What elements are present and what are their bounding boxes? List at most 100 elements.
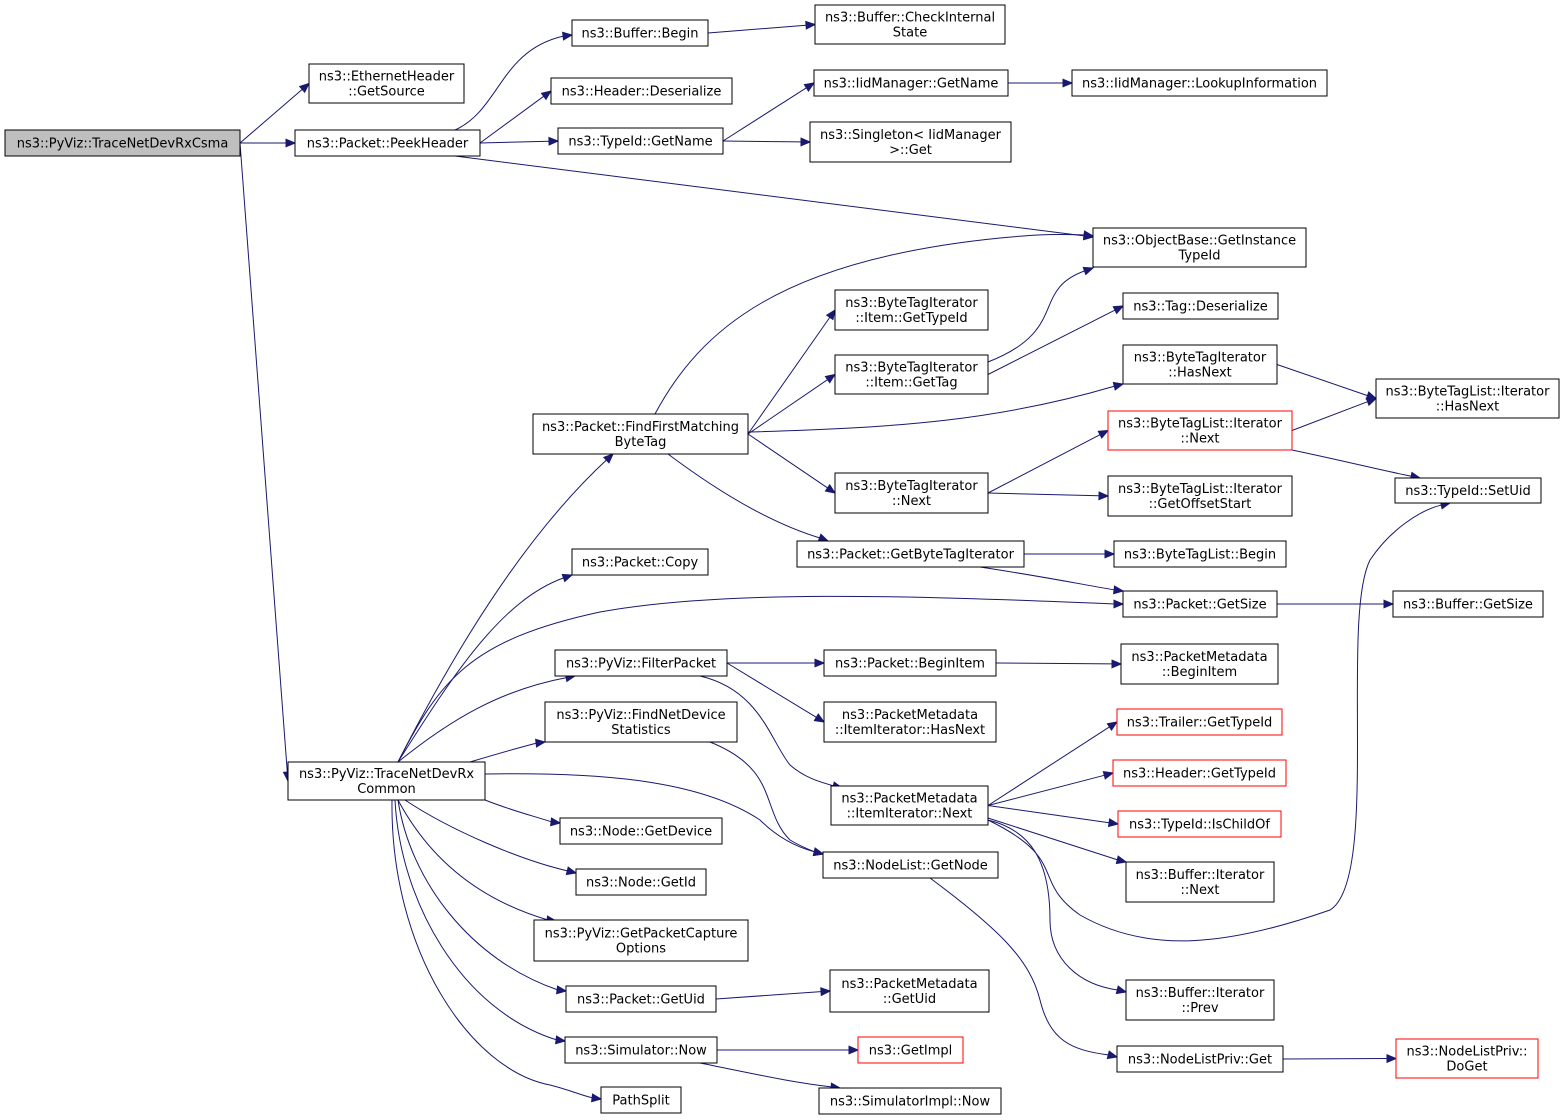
node-buffer-iterator-next[interactable]: ns3::Buffer::Iterator::Next (1125, 861, 1275, 903)
node-label: ns3::Buffer::GetSize (1403, 598, 1533, 613)
node-bytetagiterator-item-get-typeid[interactable]: ns3::ByteTagIterator::Item::GetTypeId (834, 289, 989, 331)
node-box (287, 761, 486, 801)
node-label: ns3::NodeListPriv:: (1406, 1045, 1527, 1060)
node-box (1107, 475, 1293, 517)
node-path-split[interactable]: PathSplit (600, 1086, 682, 1114)
node-packet-get-size[interactable]: ns3::Packet::GetSize (1122, 590, 1278, 618)
node-iidmanager-get-name[interactable]: ns3::IidManager::GetName (813, 69, 1009, 97)
node-packet-get-uid[interactable]: ns3::Packet::GetUid (565, 985, 717, 1013)
node-label: ns3::Packet::BeginItem (835, 657, 985, 672)
node-typeid-is-child-of[interactable]: ns3::TypeId::IsChildOf (1117, 810, 1282, 838)
edge-nodelist-get-node-to-nodelistpriv-get (929, 877, 1119, 1060)
node-layer: ns3::PyViz::TraceNetDevRxCsma ns3::Ethern… (4, 4, 1560, 1115)
edge-packetmetadata-itemiterator-next-to-trailer-get-typeid (987, 721, 1119, 806)
node-box (559, 817, 723, 845)
node-trace-net-dev-rx-csma[interactable]: ns3::PyViz::TraceNetDevRxCsma (4, 129, 241, 157)
node-node-get-device[interactable]: ns3::Node::GetDevice (559, 817, 723, 845)
node-label: ns3::IidManager::LookupInformation (1082, 77, 1317, 92)
edge-trace-net-dev-rx-common-to-pyviz-find-net-device-statistics (469, 738, 547, 763)
node-bytetaglist-begin[interactable]: ns3::ByteTagList::Begin (1113, 540, 1287, 568)
node-buffer-iterator-prev[interactable]: ns3::Buffer::Iterator::Prev (1125, 979, 1275, 1021)
node-label: TypeId (1178, 249, 1221, 264)
node-box (1394, 477, 1542, 504)
node-bytetagiterator-next[interactable]: ns3::ByteTagIterator::Next (834, 472, 989, 514)
node-iidmanager-lookup-information[interactable]: ns3::IidManager::LookupInformation (1071, 69, 1328, 97)
node-bytetaglist-iterator-get-offset-start[interactable]: ns3::ByteTagList::Iterator::GetOffsetSta… (1107, 475, 1293, 517)
node-packetmetadata-begin-item[interactable]: ns3::PacketMetadata::BeginItem (1120, 643, 1279, 685)
edge-packet-get-bytetag-iterator-to-packet-get-size (979, 566, 1125, 595)
node-tag-deserialize[interactable]: ns3::Tag::Deserialize (1122, 292, 1279, 320)
edge-packet-peek-header-to-objectbase-get-instance-typeid (454, 155, 1095, 241)
node-ethernet-get-source[interactable]: ns3::EthernetHeader::GetSource (308, 63, 465, 104)
edge-pyviz-filter-packet-to-packet-begin-item (727, 658, 826, 668)
edge-typeid-get-name-to-singleton-get (722, 137, 812, 147)
node-label: ::Next (1180, 883, 1219, 898)
node-label: ns3::PyViz::GetPacketCapture (545, 927, 738, 942)
node-packet-peek-header[interactable]: ns3::Packet::PeekHeader (294, 129, 481, 157)
node-node-get-id[interactable]: ns3::Node::GetId (575, 868, 707, 896)
node-bytetaglist-iterator-has-next[interactable]: ns3::ByteTagList::Iterator::HasNext (1375, 378, 1560, 419)
node-label: ns3::Header::Deserialize (562, 85, 722, 100)
node-header-get-typeid[interactable]: ns3::Header::GetTypeId (1112, 759, 1287, 787)
node-bytetagiterator-has-next[interactable]: ns3::ByteTagIterator::HasNext (1122, 344, 1278, 385)
node-label: >::Get (889, 143, 932, 158)
node-typeid-set-uid[interactable]: ns3::TypeId::SetUid (1394, 477, 1542, 504)
node-box (565, 985, 717, 1013)
edge-simulator-now-to-get-impl (717, 1045, 860, 1055)
node-box (823, 701, 997, 743)
node-simulator-now[interactable]: ns3::Simulator::Now (564, 1036, 718, 1064)
node-buffer-begin[interactable]: ns3::Buffer::Begin (571, 19, 709, 47)
node-nodelist-get-node[interactable]: ns3::NodeList::GetNode (822, 851, 999, 879)
node-bytetagiterator-item-get-tag[interactable]: ns3::ByteTagIterator::Item::GetTag (834, 354, 989, 395)
node-label: ::HasNext (1436, 400, 1500, 415)
node-packet-begin-item[interactable]: ns3::Packet::BeginItem (823, 649, 997, 677)
edge-packet-begin-item-to-packetmetadata-begin-item (995, 659, 1123, 669)
node-box (1107, 410, 1293, 451)
edge-packetmetadata-itemiterator-next-to-typeid-is-child-of (987, 805, 1120, 828)
node-typeid-get-name[interactable]: ns3::TypeId::GetName (557, 127, 724, 155)
edge-trace-net-dev-rx-csma-to-trace-net-dev-rx-common (239, 142, 292, 783)
node-box (554, 649, 728, 677)
node-packet-get-bytetag-iterator[interactable]: ns3::Packet::GetByteTagIterator (796, 540, 1025, 568)
node-box (1071, 69, 1328, 97)
edge-simulator-now-to-simulatorimpl-now (699, 1062, 842, 1092)
node-buffer-get-size[interactable]: ns3::Buffer::GetSize (1392, 590, 1544, 618)
node-header-deserialize[interactable]: ns3::Header::Deserialize (550, 77, 733, 105)
node-singleton-get[interactable]: ns3::Singleton< IidManager>::Get (809, 121, 1012, 163)
node-packetmetadata-get-uid[interactable]: ns3::PacketMetadata::GetUid (829, 969, 990, 1013)
node-nodelistpriv-get[interactable]: ns3::NodeListPriv::Get (1116, 1045, 1284, 1073)
node-label: ::Prev (1181, 1001, 1218, 1016)
node-box (600, 1086, 682, 1114)
node-packetmetadata-itemiterator-next[interactable]: ns3::PacketMetadata::ItemIterator::Next (830, 785, 989, 826)
node-bytetaglist-iterator-next[interactable]: ns3::ByteTagList::Iterator::Next (1107, 410, 1293, 451)
node-label: ns3::NodeList::GetNode (833, 859, 988, 874)
node-trailer-get-typeid[interactable]: ns3::Trailer::GetTypeId (1116, 708, 1283, 736)
node-packet-copy[interactable]: ns3::Packet::Copy (571, 548, 709, 576)
node-label: ns3::PyViz::TraceNetDevRx (299, 767, 474, 782)
edge-trace-net-dev-rx-common-to-pyviz-get-packet-capture-options (397, 799, 558, 925)
edge-packetmetadata-itemiterator-next-to-buffer-iterator-prev (987, 819, 1128, 995)
node-label: State (893, 26, 927, 41)
edge-packetmetadata-itemiterator-next-to-buffer-iterator-next (987, 817, 1128, 865)
node-box (1395, 1038, 1539, 1079)
node-box (1112, 759, 1287, 787)
node-label: ::ItemIterator::Next (847, 807, 973, 822)
node-label: ns3::TypeId::GetName (568, 135, 712, 150)
node-box (814, 4, 1006, 45)
node-nodelistpriv-doget[interactable]: ns3::NodeListPriv::DoGet (1395, 1038, 1539, 1079)
node-label: ::BeginItem (1162, 665, 1237, 680)
node-get-impl[interactable]: ns3::GetImpl (857, 1036, 964, 1064)
node-label: ns3::PyViz::FilterPacket (566, 657, 716, 672)
node-label: ::Item::GetTag (865, 376, 957, 391)
node-packetmetadata-itemiterator-has-next[interactable]: ns3::PacketMetadata::ItemIterator::HasNe… (823, 701, 997, 743)
node-label: ns3::Packet::GetByteTagIterator (807, 548, 1015, 563)
node-box (834, 354, 989, 395)
node-simulatorimpl-now[interactable]: ns3::SimulatorImpl::Now (818, 1087, 1002, 1115)
node-pyviz-filter-packet[interactable]: ns3::PyViz::FilterPacket (554, 649, 728, 677)
